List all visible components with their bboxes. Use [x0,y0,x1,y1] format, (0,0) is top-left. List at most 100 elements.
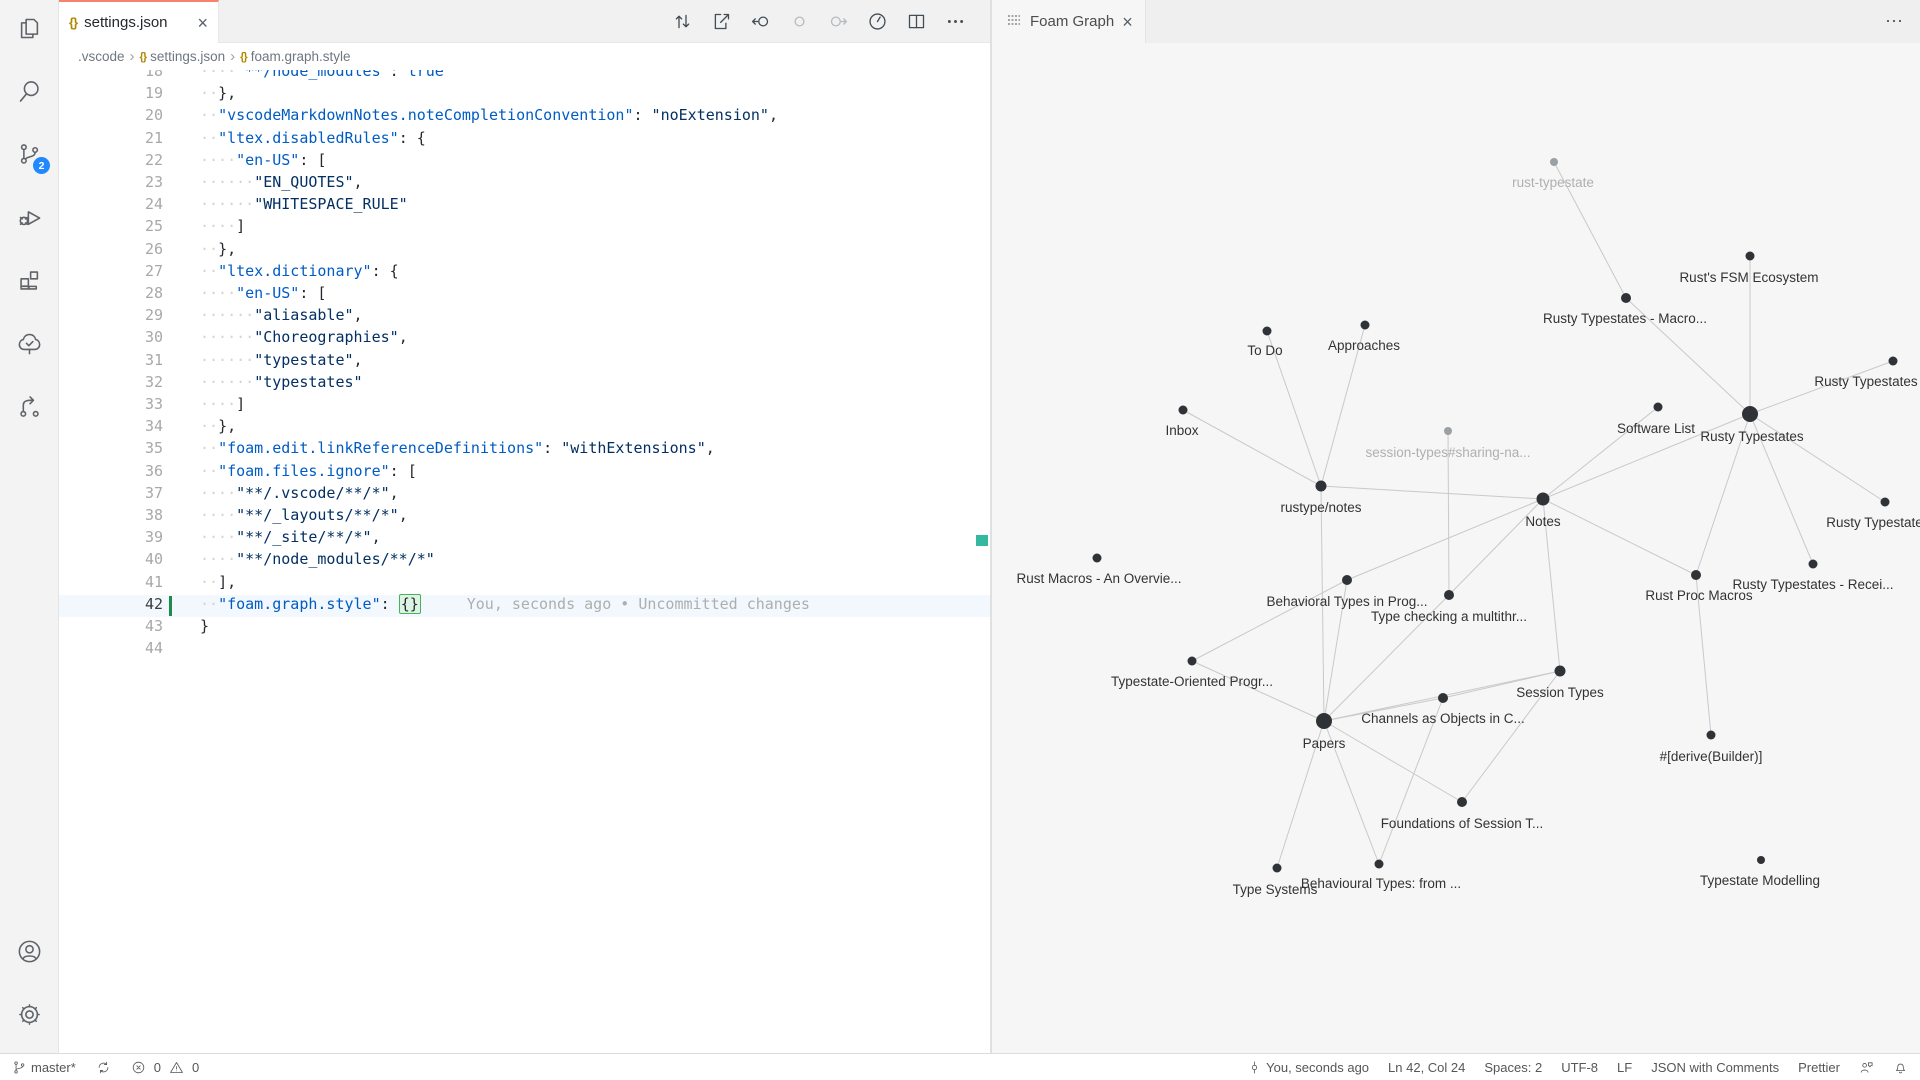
graph-node-dot[interactable] [1342,575,1352,585]
code-line[interactable]: 43} [59,617,990,639]
graph-node-dot[interactable] [1621,293,1631,303]
editor-panel-divider[interactable] [990,0,992,1053]
graph-node-todo[interactable]: To Do [1247,326,1283,359]
graph-node-dot[interactable] [1360,320,1370,330]
source-control-icon[interactable]: 2 [5,130,53,178]
breadcrumb-file[interactable]: {}settings.json [139,49,226,64]
indentation[interactable]: Spaces: 2 [1484,1059,1543,1075]
code-line[interactable]: 41··], [59,573,990,595]
graph-node-dot[interactable] [1187,656,1197,666]
previous-change-icon[interactable] [750,11,771,32]
graph-node-dot[interactable] [1316,713,1332,729]
code-line[interactable]: 42··"foam.graph.style": {}You, seconds a… [59,593,990,617]
timeline-icon[interactable] [867,11,888,32]
graph-node-behavioral[interactable]: Behavioral Types in Prog... [1266,575,1428,609]
git-branch-status[interactable]: master* [12,1060,76,1075]
code-line[interactable]: 39····"**/_site/**/*", [59,528,990,550]
code-line[interactable]: 33····] [59,395,990,417]
graph-node-rt-big[interactable]: Rusty Typestates [1700,406,1804,444]
graph-node-dot[interactable] [1706,730,1716,740]
panel-more-actions-icon[interactable]: ⋯ [1885,11,1905,31]
code-line[interactable]: 20··"vscodeMarkdownNotes.noteCompletionC… [59,106,990,128]
graph-node-foundations[interactable]: Foundations of Session T... [1381,797,1544,831]
graph-node-dot[interactable] [1691,570,1701,580]
graph-node-dot[interactable] [1457,797,1467,807]
code-line[interactable]: 44 [59,639,990,661]
tab-settings-json[interactable]: {} settings.json × [59,0,219,43]
graph-node-rt-macro[interactable]: Rusty Typestates - Macro... [1543,293,1707,326]
code-line[interactable]: 22····"en-US": [ [59,151,990,173]
graph-node-dot[interactable] [1742,406,1758,422]
code-line[interactable]: 23······"EN_QUOTES", [59,173,990,195]
formatter[interactable]: Prettier [1798,1059,1840,1075]
extensions-icon[interactable] [5,256,53,304]
code-line[interactable]: 18····"**/node_modules": true [59,70,990,84]
graph-node-dot[interactable] [1374,859,1384,869]
git-graph-icon[interactable] [5,382,53,430]
graph-node-typesystems[interactable]: Type Systems [1233,863,1318,898]
split-editor-icon[interactable] [906,11,927,32]
language-mode[interactable]: JSON with Comments [1651,1059,1780,1075]
search-icon[interactable] [5,67,53,115]
graph-node-dot[interactable] [1653,402,1663,412]
graph-node-papers[interactable]: Papers [1303,713,1346,751]
compare-changes-icon[interactable] [672,11,693,32]
code-line[interactable]: 24······"WHITESPACE_RULE" [59,195,990,217]
cursor-position[interactable]: Ln 42, Col 24 [1388,1059,1466,1075]
sync-status[interactable] [96,1060,111,1075]
graph-node-rt-rightedge[interactable]: Rusty Typestates - [1826,497,1920,531]
breadcrumb-symbol[interactable]: {}foam.graph.style [240,49,351,64]
graph-node-notes[interactable]: Notes [1525,492,1561,530]
todo-tree-icon[interactable] [5,319,53,367]
graph-node-dot[interactable] [1550,158,1558,166]
graph-node-dot[interactable] [1757,856,1765,864]
eol[interactable]: LF [1617,1059,1633,1075]
graph-node-software[interactable]: Software List [1617,402,1695,437]
feedback-icon[interactable] [1859,1060,1874,1075]
graph-node-fsm[interactable]: Rust's FSM Ecosystem [1679,251,1819,286]
encoding[interactable]: UTF-8 [1561,1059,1599,1075]
settings-gear-icon[interactable] [5,990,53,1038]
graph-node-approaches[interactable]: Approaches [1328,320,1400,354]
explorer-icon[interactable] [5,4,53,52]
graph-node-dot[interactable] [1444,427,1452,435]
code-line[interactable]: 37····"**/.vscode/**/*", [59,484,990,506]
notifications-bell-icon[interactable] [1893,1060,1908,1075]
tab-foam-graph[interactable]: Foam Graph × [992,0,1146,43]
code-line[interactable]: 40····"**/node_modules/**/*" [59,550,990,572]
problems-status[interactable]: 0 0 [131,1060,199,1075]
graph-node-dot[interactable] [1262,326,1272,336]
graph-node-rt-topright[interactable]: Rusty Typestates [1814,356,1918,390]
graph-node-dot[interactable] [1272,863,1282,873]
code-line[interactable]: 35··"foam.edit.linkReferenceDefinitions"… [59,439,990,461]
code-line[interactable]: 29······"aliasable", [59,306,990,328]
tab-close-icon[interactable]: × [197,12,208,33]
graph-node-rust-macros[interactable]: Rust Macros - An Overvie... [1016,553,1182,587]
code-line[interactable]: 21··"ltex.disabledRules": { [59,129,990,151]
graph-node-channels[interactable]: Channels as Objects in C... [1361,693,1525,726]
graph-node-typechecking[interactable]: Type checking a multithr... [1371,590,1527,624]
code-line[interactable]: 36··"foam.files.ignore": [ [59,462,990,484]
graph-node-inbox[interactable]: Inbox [1165,405,1199,439]
graph-node-dot[interactable] [1444,590,1454,600]
graph-node-dot[interactable] [1092,553,1102,563]
code-line[interactable]: 28····"en-US": [ [59,284,990,306]
code-line[interactable]: 31······"typestate", [59,351,990,373]
graph-node-session-ph[interactable]: session-types#sharing-na... [1365,427,1531,460]
graph-node-dot[interactable] [1536,492,1550,506]
graph-node-rust-typestate[interactable]: rust-typestate [1512,158,1594,190]
code-line[interactable]: 19··}, [59,84,990,106]
code-line[interactable]: 30······"Choreographies", [59,328,990,350]
open-changes-icon[interactable] [711,11,732,32]
code-line[interactable]: 34··}, [59,417,990,439]
graph-node-dot[interactable] [1438,693,1448,703]
graph-node-dot[interactable] [1554,665,1566,677]
code-line[interactable]: 25····] [59,217,990,239]
graph-node-dot[interactable] [1745,251,1755,261]
graph-node-modelling[interactable]: Typestate Modelling [1700,856,1820,888]
graph-node-dot[interactable] [1888,356,1898,366]
code-line[interactable]: 32······"typestates" [59,373,990,395]
graph-node-dot[interactable] [1178,405,1188,415]
